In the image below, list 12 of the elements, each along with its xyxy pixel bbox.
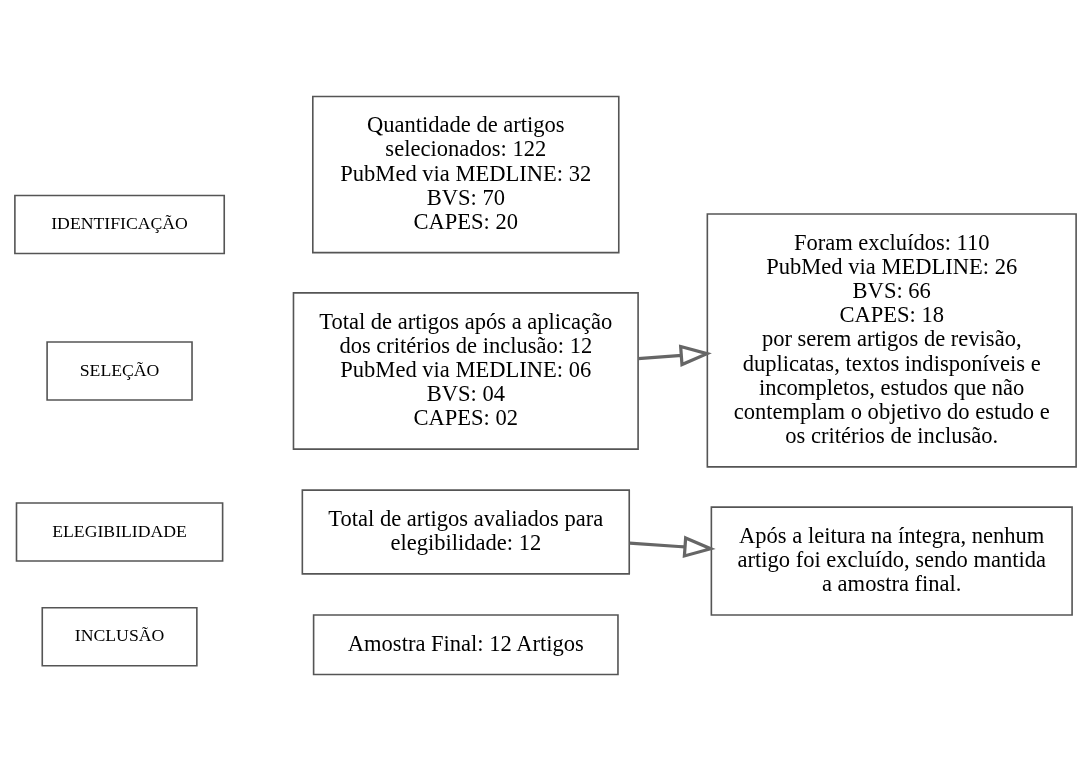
node-box: Amostra Final: 12 Artigos [312,614,619,676]
node-box: INCLUSÃO [41,606,198,667]
arrow [629,535,716,559]
node-box: Quantidade de artigos selecionados: 122 PubMed via MEDLINE: 32 BVS: 70 CAPES: 20 [312,95,620,254]
node-box: ELEGIBILIDADE [15,502,224,562]
node-box: IDENTIFICAÇÃO [14,194,226,255]
node-box: Total de artigos após a aplicação dos critérios de inclusão: 12 PubMed via MEDLINE: 06 BVS: 04 CAPES: 02 [292,292,639,450]
node-box: Após a leitura na íntegra, nenhum artigo foi excluído, sendo mantida a amostra final. [710,506,1073,616]
node-box: Total de artigos avaliados para elegibilidade: 12 [301,489,631,575]
node-box: Foram excluídos: 110 PubMed via MEDLINE: 26 BVS: 66 CAPES: 18 por serem artigos de revisão, duplicatas, textos indisponíveis e incompletos, estudos que não contemplam o objetivo do estudo e os critérios de inclusão. [706,213,1077,468]
node-box: SELEÇÃO [46,341,193,401]
arrow [638,344,712,367]
